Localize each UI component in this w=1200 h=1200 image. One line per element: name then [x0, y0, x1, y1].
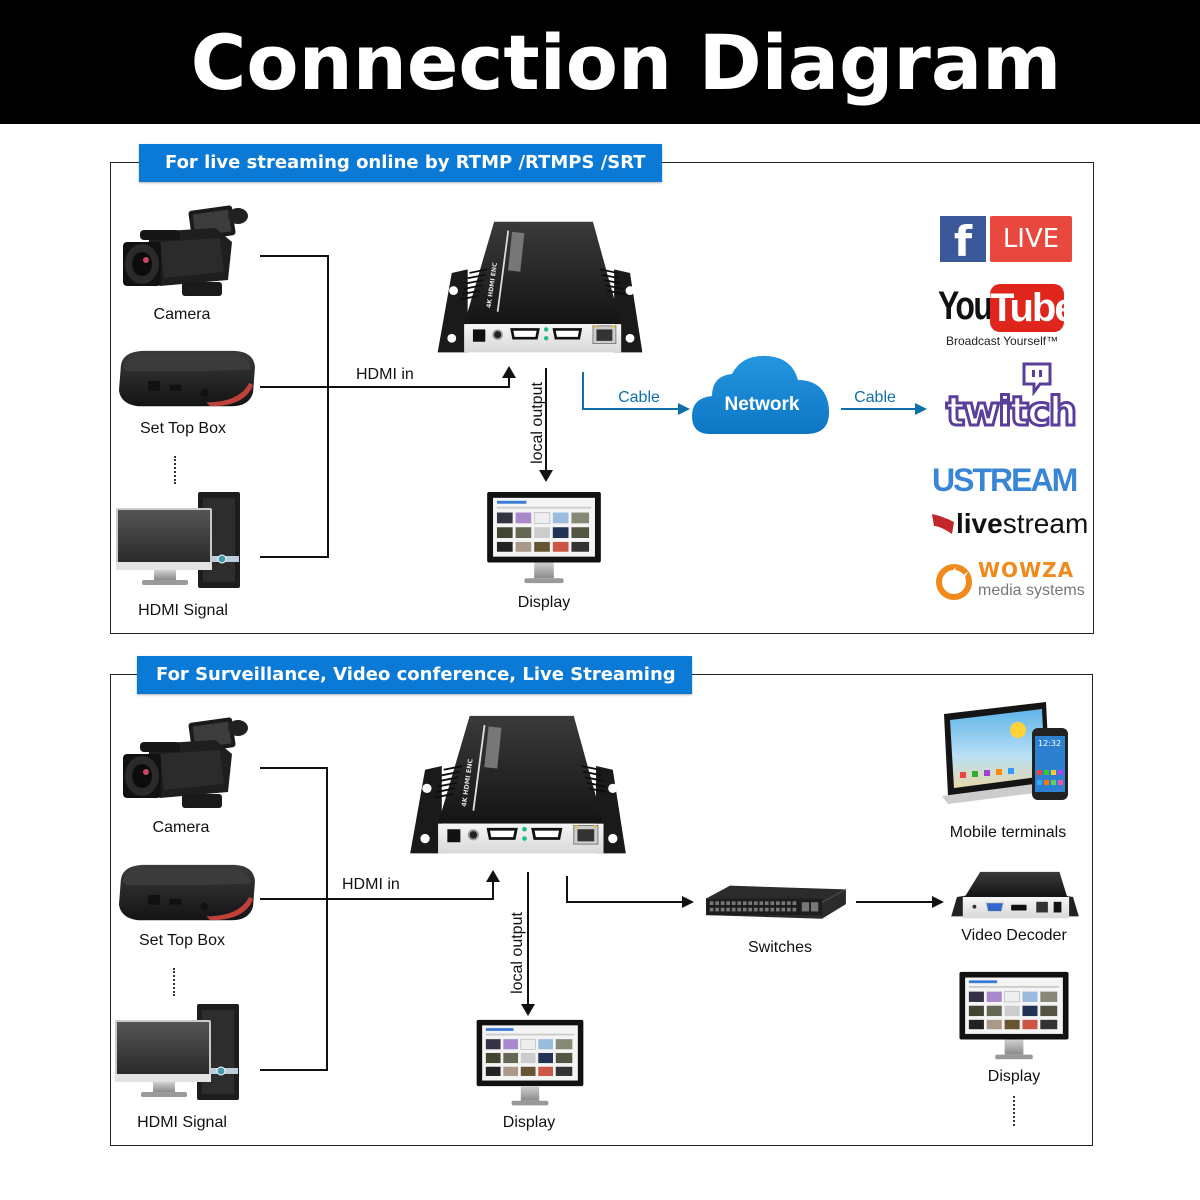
- connector-line: [856, 901, 936, 903]
- connector-line: [260, 386, 510, 388]
- facebook-live-text: LIVE: [990, 216, 1072, 262]
- panel-badge-live-streaming: For live streaming online by RTMP /RTMPS…: [139, 144, 662, 182]
- destination-label-mobile: Mobile terminals: [949, 824, 1067, 841]
- connector-line: [545, 368, 547, 474]
- cable-line: [582, 408, 682, 410]
- cable-label-left: Cable: [618, 389, 660, 406]
- connector-line: [260, 767, 328, 769]
- local-output-label: local output: [529, 382, 546, 464]
- source-label-hdmi-signal: HDMI Signal: [137, 1114, 227, 1131]
- video-camera-icon: [120, 714, 250, 814]
- connector-line: [260, 255, 329, 257]
- livestream-live-text: live: [956, 508, 1003, 539]
- livestream-flag-icon: [932, 514, 954, 534]
- cable-line: [841, 408, 919, 410]
- network-label: Network: [724, 394, 800, 415]
- connector-line: [326, 767, 328, 1071]
- youtube-tagline: Broadcast Yourself™: [946, 334, 1059, 348]
- panel-surveillance: [110, 674, 1093, 1146]
- panel-live-streaming: [110, 162, 1094, 634]
- desktop-computer-icon: [114, 490, 244, 590]
- livestream-stream-text: stream: [1002, 508, 1089, 539]
- cable-line: [582, 372, 584, 410]
- youtube-logo: You Tube Broadcast Yourself™: [938, 284, 1078, 350]
- video-camera-icon: [120, 202, 250, 302]
- arrow-down-icon: [521, 1004, 535, 1016]
- facebook-live-logo: f LIVE: [940, 216, 1072, 266]
- wowza-logo: WOWZA media systems: [936, 558, 1085, 604]
- connector-line: [566, 876, 568, 903]
- desktop-computer-icon: [113, 1002, 243, 1102]
- connector-line: [492, 880, 494, 900]
- connector-line: [260, 898, 494, 900]
- connector-line: [260, 1069, 328, 1071]
- source-label-set-top-box: Set Top Box: [140, 420, 226, 437]
- connector-line: [566, 901, 686, 903]
- wowza-subtitle: media systems: [978, 582, 1085, 599]
- switches-label: Switches: [747, 939, 813, 956]
- page-title: Connection Diagram: [190, 18, 1062, 107]
- hdmi-in-label: HDMI in: [342, 876, 400, 893]
- destination-label-display: Display: [987, 1068, 1041, 1085]
- ustream-logo: USTREAM: [932, 462, 1078, 498]
- video-decoder-icon: [944, 868, 1086, 926]
- source-label-camera: Camera: [152, 819, 210, 836]
- twitch-text: twitch: [944, 388, 1078, 437]
- local-output-label: local output: [509, 912, 526, 994]
- livestream-logo: livestream: [930, 508, 1088, 544]
- network-switch-icon: [698, 882, 854, 928]
- monitor-icon: [954, 970, 1074, 1064]
- source-label-hdmi-signal: HDMI Signal: [138, 602, 228, 619]
- more-destinations-ellipsis: [1013, 1096, 1015, 1126]
- cable-label-right: Cable: [854, 389, 896, 406]
- more-sources-ellipsis: [173, 968, 175, 996]
- connector-line: [527, 872, 529, 1008]
- set-top-box-icon: [112, 346, 260, 414]
- source-label-camera: Camera: [153, 306, 211, 323]
- youtube-tube-text: Tube: [990, 284, 1077, 332]
- arrow-right-icon: [932, 896, 944, 908]
- connector-line: [508, 374, 510, 388]
- display-label: Display: [517, 594, 571, 611]
- arrow-right-icon: [682, 896, 694, 908]
- arrow-down-icon: [539, 470, 553, 482]
- hdmi-in-label: HDMI in: [356, 366, 414, 383]
- monitor-icon: [482, 490, 606, 588]
- panel-badge-surveillance: For Surveillance, Video conference, Live…: [137, 656, 692, 694]
- arrow-up-icon: [486, 870, 500, 882]
- arrow-right-icon: [915, 403, 927, 415]
- source-label-set-top-box: Set Top Box: [139, 932, 225, 949]
- display-label: Display: [502, 1114, 556, 1131]
- arrow-right-icon: [678, 403, 690, 415]
- wowza-emblem-icon: [936, 564, 972, 600]
- connector-line: [260, 556, 329, 558]
- more-sources-ellipsis: [174, 456, 176, 484]
- destination-label-decoder: Video Decoder: [961, 927, 1067, 944]
- hdmi-encoder-device: [393, 714, 643, 872]
- hdmi-encoder-device: [420, 220, 660, 370]
- set-top-box-icon: [112, 860, 260, 928]
- twitch-glitch-icon: [1022, 362, 1052, 396]
- title-bar: Connection Diagram: [0, 0, 1200, 124]
- tablet-phone-icon: [938, 700, 1078, 810]
- cloud-icon: [692, 355, 830, 434]
- twitch-logo: twitch: [944, 362, 1079, 442]
- arrow-up-icon: [502, 366, 516, 378]
- connector-line: [327, 255, 329, 558]
- monitor-icon: [468, 1018, 592, 1110]
- wowza-text: WOWZA: [978, 558, 1075, 582]
- youtube-you-text: You: [938, 284, 993, 328]
- facebook-f-icon: f: [940, 216, 986, 266]
